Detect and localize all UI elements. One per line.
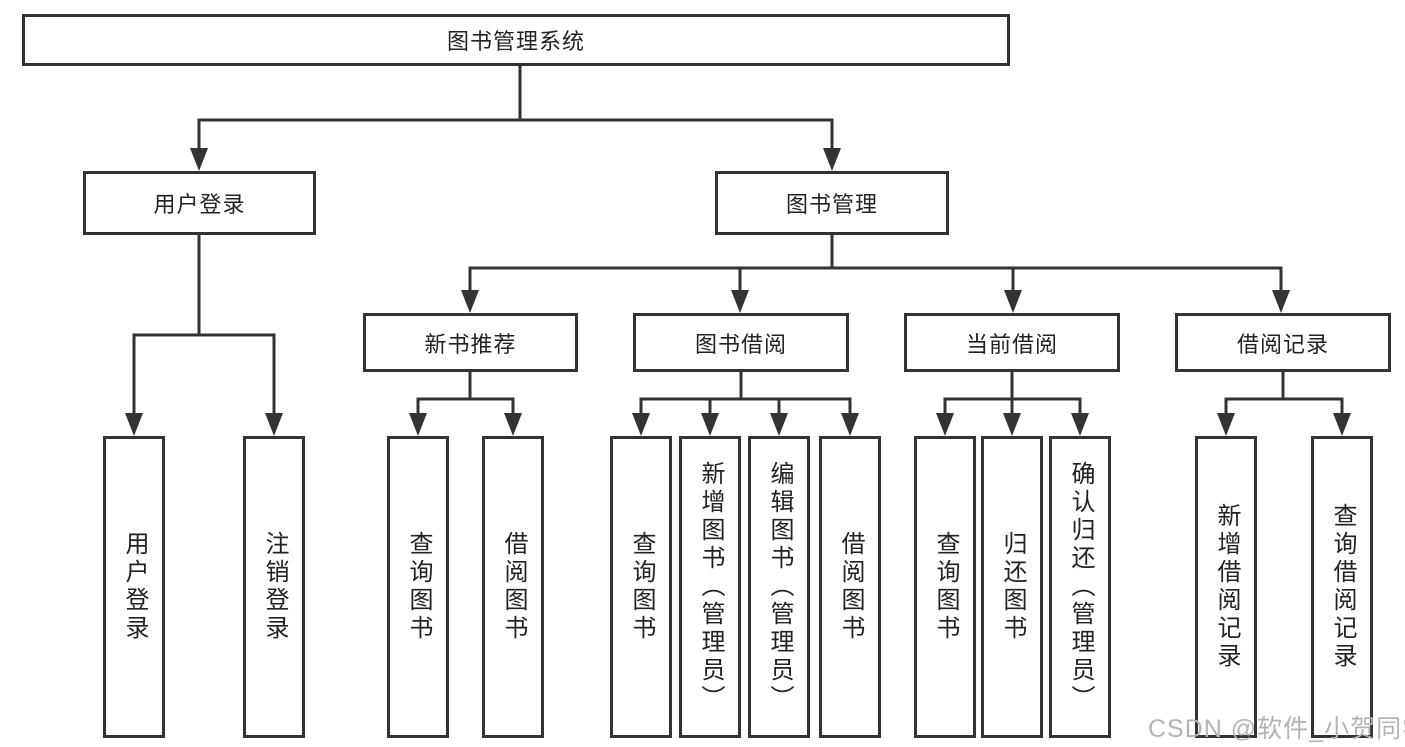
leaf-add-borrow-record: 新增借阅记录 — [1195, 436, 1257, 738]
leaf-query-books-2: 查询图书 — [610, 436, 672, 738]
connector-book-borrow-to-leaves — [632, 372, 859, 436]
connector-root-to-level2 — [190, 66, 841, 171]
node-borrow-records: 借阅记录 — [1175, 313, 1391, 372]
node-current-borrow: 当前借阅 — [904, 313, 1120, 372]
leaf-edit-books-admin: 编辑图书（管理员） — [748, 436, 810, 738]
connector-user-login-to-leaves — [125, 235, 283, 436]
leaf-borrow-books-2: 借阅图书 — [819, 436, 881, 738]
leaf-query-borrow-record: 查询借阅记录 — [1311, 436, 1373, 738]
node-new-book-recommend: 新书推荐 — [363, 313, 578, 372]
connector-book-management-to-level3 — [461, 235, 1290, 313]
connector-current-borrow-to-leaves — [936, 372, 1089, 436]
leaf-user-login: 用户登录 — [103, 436, 165, 738]
leaf-add-books-admin: 新增图书（管理员） — [679, 436, 741, 738]
node-book-management: 图书管理 — [715, 171, 949, 235]
leaf-return-books: 归还图书 — [981, 436, 1043, 738]
node-book-borrow: 图书借阅 — [633, 313, 849, 372]
node-user-login: 用户登录 — [83, 171, 316, 235]
connector-borrow-records-to-leaves — [1217, 372, 1351, 436]
leaf-query-books-1: 查询图书 — [387, 436, 449, 738]
leaf-confirm-return-admin: 确认归还（管理员） — [1049, 436, 1111, 738]
leaf-borrow-books-1: 借阅图书 — [482, 436, 544, 738]
leaf-query-books-3: 查询图书 — [914, 436, 976, 738]
node-library-management-system: 图书管理系统 — [22, 14, 1010, 66]
leaf-logout: 注销登录 — [243, 436, 305, 738]
connector-new-book-to-leaves — [409, 372, 522, 436]
csdn-watermark: CSDN @软件_小贺同学 — [1148, 715, 1405, 743]
